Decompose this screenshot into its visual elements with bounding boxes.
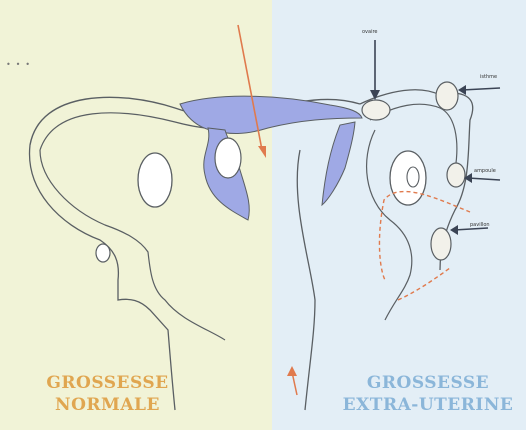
title-left-line2: NORMALE xyxy=(20,394,195,416)
arrow-left-icon xyxy=(454,228,488,230)
right-ovarian-follicle xyxy=(407,167,419,187)
title-left-line1: GROSSESSE xyxy=(20,372,195,394)
title-right-line1: GROSSESSE xyxy=(330,372,526,394)
label-ampulla: ampoule xyxy=(474,168,496,174)
left-small-follicle xyxy=(96,244,110,262)
left-gestational-sac xyxy=(215,138,241,178)
arrow-down-icon-head xyxy=(258,146,266,158)
label-isthmic: isthme xyxy=(480,74,497,80)
right-anatomy xyxy=(287,40,500,410)
left-uterus-outline-2 xyxy=(40,150,225,340)
right-ampullary-mass xyxy=(436,82,458,110)
label-ovary: ovaire xyxy=(362,29,378,35)
left-anatomy xyxy=(30,25,362,410)
right-ampulla-mass xyxy=(447,163,465,187)
migration-dashed-path xyxy=(379,192,470,280)
title-ectopic-pregnancy: GROSSESSE EXTRA-UTERINE xyxy=(330,372,526,416)
arrow-up-icon-head xyxy=(287,366,297,376)
left-ovary xyxy=(138,153,172,207)
arrow-left-icon-head-3 xyxy=(450,225,458,235)
arrow-left-icon xyxy=(468,178,500,180)
right-uterine-cavity xyxy=(322,122,355,205)
title-normal-pregnancy: GROSSESSE NORMALE xyxy=(20,372,195,416)
label-pavilion: pavillon xyxy=(470,222,490,228)
right-isthmic-mass xyxy=(362,100,390,120)
arrow-left-icon xyxy=(462,88,500,90)
title-right-line2: EXTRA-UTERINE xyxy=(330,394,526,416)
right-pavilion-mass xyxy=(431,228,451,260)
left-uterine-cavity xyxy=(180,96,362,133)
right-uterus-outline xyxy=(297,150,315,410)
